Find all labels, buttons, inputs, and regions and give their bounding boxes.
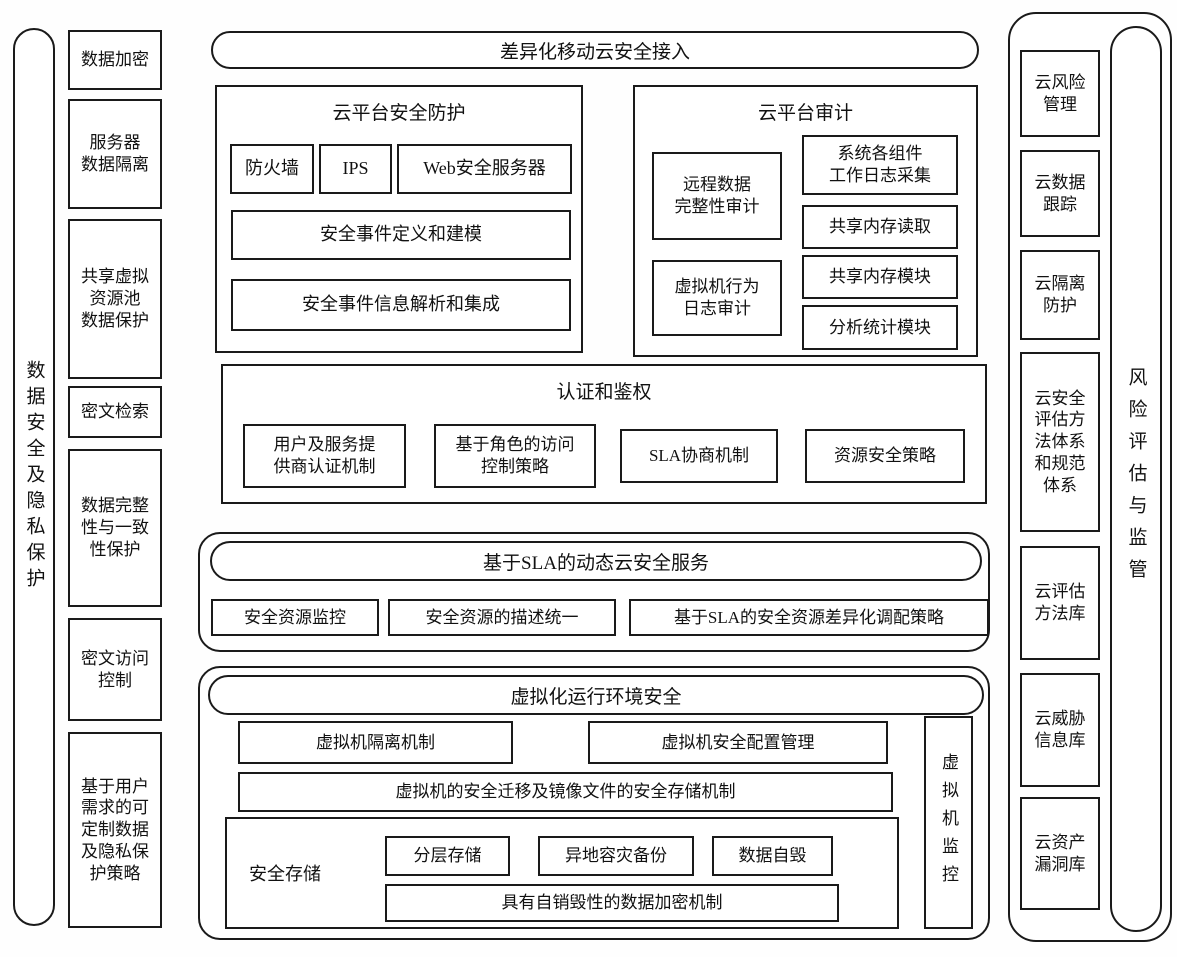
box-security-resource-monitoring: 安全资源监控 [211,599,379,636]
secure-storage-label: 安全存储 [249,864,321,884]
vm-monitoring-label: 虚拟机监控 [939,752,958,893]
box-cloud-assessment-method-library: 云评估 方法库 [1020,546,1100,660]
data-security-privacy-bar-label: 数据安全及隐私保护 [23,360,45,594]
box-remote-data-integrity-audit: 远程数据 完整性审计 [652,152,782,240]
data-security-privacy-bar: 数据安全及隐私保护 [13,28,55,926]
risk-assessment-supervision-bar: 风险评估与监管 [1110,26,1162,932]
box-cloud-data-tracking: 云数据 跟踪 [1020,150,1100,237]
box-cloud-threat-intelligence-library: 云威胁 信息库 [1020,673,1100,787]
box-role-based-access-control: 基于角色的访问 控制策略 [434,424,596,488]
box-vm-security-config-management: 虚拟机安全配置管理 [588,721,888,764]
box-custom-data-privacy-policy: 基于用户 需求的可 定制数据 及隐私保 护策略 [68,732,162,928]
section-risk-assessment-supervision: 云风险 管理 云数据 跟踪 云隔离 防护 云安全 评估方 法体系 和规范 体系 … [1008,12,1172,942]
box-cloud-asset-vulnerability-library: 云资产 漏洞库 [1020,797,1100,910]
box-resource-security-policy: 资源安全策略 [805,429,965,483]
box-web-security-server: Web安全服务器 [397,144,572,194]
box-security-resource-description-unification: 安全资源的描述统一 [388,599,616,636]
box-data-encryption: 数据加密 [68,30,162,90]
box-shared-memory-read: 共享内存读取 [802,205,958,249]
box-shared-vpool-data-protection: 共享虚拟 资源池 数据保护 [68,219,162,379]
section-authentication-authorization: 认证和鉴权 用户及服务提 供商认证机制 基于角色的访问 控制策略 SLA协商机制… [221,364,987,504]
box-system-component-log-collection: 系统各组件 工作日志采集 [802,135,958,195]
box-tiered-storage: 分层存储 [385,836,510,876]
box-data-self-destruct: 数据自毁 [712,836,833,876]
box-cloud-assessment-method-and-spec-system: 云安全 评估方 法体系 和规范 体系 [1020,352,1100,532]
box-data-integrity-consistency: 数据完整 性与一致 性保护 [68,449,162,607]
box-firewall: 防火墙 [230,144,314,194]
box-ciphertext-access-control: 密文访问 控制 [68,618,162,721]
box-ciphertext-retrieval: 密文检索 [68,386,162,438]
cloud-platform-audit-title: 云平台审计 [757,103,853,124]
pill-differentiated-mobile-cloud-access: 差异化移动云安全接入 [211,31,979,69]
box-user-provider-auth-mechanism: 用户及服务提 供商认证机制 [243,424,406,488]
box-security-event-definition-modeling: 安全事件定义和建模 [231,210,571,260]
box-cloud-risk-management: 云风险 管理 [1020,50,1100,137]
pill-sla-dynamic-service: 基于SLA的动态云安全服务 [210,541,982,581]
box-vm-isolation-mechanism: 虚拟机隔离机制 [238,721,513,764]
box-shared-memory-module: 共享内存模块 [802,255,958,299]
section-virtualization-security: 虚拟化运行环境安全 虚拟机隔离机制 虚拟机安全配置管理 虚拟机的安全迁移及镜像文… [198,666,990,940]
cloud-platform-protection-title: 云平台安全防护 [332,103,466,124]
section-cloud-platform-protection: 云平台安全防护 防火墙 IPS Web安全服务器 安全事件定义和建模 安全事件信… [215,85,583,353]
authentication-authorization-title: 认证和鉴权 [556,382,652,403]
box-security-event-info-parsing-integration: 安全事件信息解析和集成 [231,279,571,331]
box-analysis-statistics-module: 分析统计模块 [802,305,958,350]
section-cloud-platform-audit: 云平台审计 远程数据 完整性审计 系统各组件 工作日志采集 共享内存读取 虚拟机… [633,85,978,357]
risk-assessment-supervision-bar-label: 风险评估与监管 [1125,367,1147,591]
box-sla-differentiated-allocation-policy: 基于SLA的安全资源差异化调配策略 [629,599,989,636]
box-offsite-disaster-backup: 异地容灾备份 [538,836,694,876]
box-server-data-isolation: 服务器 数据隔离 [68,99,162,209]
box-cloud-isolation-protection: 云隔离 防护 [1020,250,1100,340]
box-secure-storage: 安全存储 分层存储 异地容灾备份 数据自毁 具有自销毁性的数据加密机制 [225,817,899,929]
box-self-destruct-data-encryption: 具有自销毁性的数据加密机制 [385,884,839,922]
box-ips: IPS [319,144,392,194]
box-vm-behavior-log-audit: 虚拟机行为 日志审计 [652,260,782,336]
section-sla-dynamic-service: 基于SLA的动态云安全服务 安全资源监控 安全资源的描述统一 基于SLA的安全资… [198,532,990,652]
pill-virtualization-security: 虚拟化运行环境安全 [208,675,984,715]
box-sla-negotiation-mechanism: SLA协商机制 [620,429,778,483]
box-vm-monitoring: 虚拟机监控 [924,716,973,929]
box-vm-secure-migration-image-storage: 虚拟机的安全迁移及镜像文件的安全存储机制 [238,772,893,812]
